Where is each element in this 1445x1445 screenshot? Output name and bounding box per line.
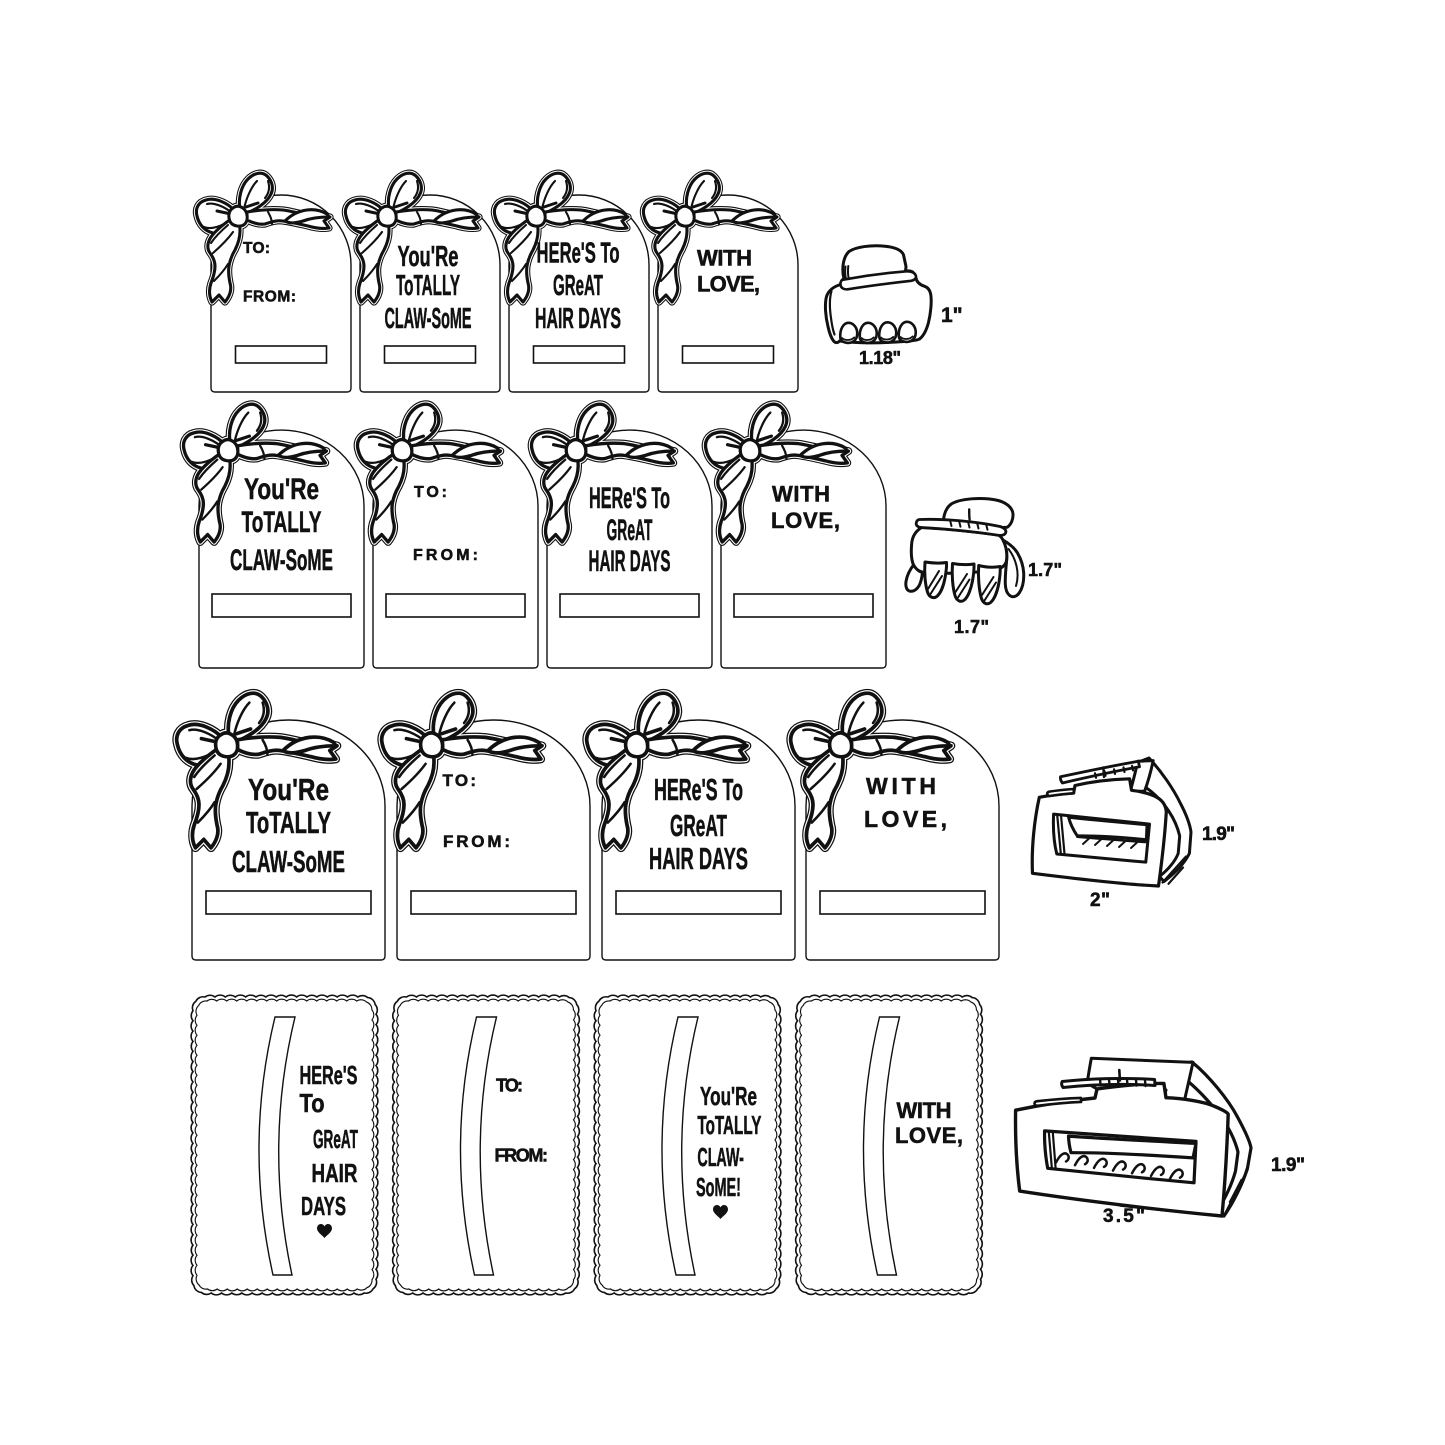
- svg-text:TO:: TO:: [443, 771, 477, 790]
- svg-text:You'Re: You'Re: [398, 241, 459, 273]
- svg-text:1.9": 1.9": [1271, 1155, 1305, 1176]
- svg-text:1.9": 1.9": [1202, 824, 1235, 845]
- svg-text:LOVE,: LOVE,: [771, 508, 840, 533]
- svg-text:You'Re: You'Re: [248, 772, 329, 807]
- svg-text:LOVE,: LOVE,: [697, 272, 760, 297]
- svg-text:HAIR: HAIR: [312, 1158, 358, 1188]
- svg-text:HAIR DAYS: HAIR DAYS: [535, 303, 621, 335]
- svg-text:CLAW-SoME: CLAW-SoME: [232, 844, 345, 879]
- svg-text:CLAW-SoME: CLAW-SoME: [385, 303, 472, 335]
- svg-text:You'Re: You'Re: [700, 1081, 757, 1111]
- svg-text:LOVE,: LOVE,: [895, 1123, 963, 1148]
- svg-text:WITH: WITH: [772, 481, 830, 506]
- svg-text:HERe'S: HERe'S: [300, 1060, 358, 1090]
- svg-text:TO:: TO:: [243, 240, 270, 257]
- svg-text:To: To: [300, 1088, 325, 1118]
- svg-text:DAYS: DAYS: [301, 1191, 346, 1221]
- svg-text:HERe'S To: HERe'S To: [589, 482, 670, 515]
- svg-text:ToTALLY: ToTALLY: [396, 270, 460, 302]
- svg-text:GReAT: GReAT: [313, 1124, 358, 1154]
- svg-text:HAIR DAYS: HAIR DAYS: [589, 545, 671, 578]
- svg-text:1.7": 1.7": [1028, 560, 1062, 580]
- svg-text:ToTALLY: ToTALLY: [697, 1110, 761, 1140]
- svg-text:FROM:: FROM:: [413, 547, 478, 564]
- svg-text:1.7": 1.7": [954, 617, 989, 637]
- svg-text:CLAW-: CLAW-: [697, 1142, 744, 1172]
- svg-text:FROM:: FROM:: [495, 1146, 549, 1166]
- svg-text:GReAT: GReAT: [607, 514, 653, 547]
- svg-text:HERe'S To: HERe'S To: [537, 238, 620, 270]
- svg-text:GReAT: GReAT: [553, 270, 603, 302]
- svg-text:1": 1": [941, 304, 963, 327]
- svg-text:You'Re: You'Re: [244, 473, 319, 506]
- svg-text:1.18": 1.18": [859, 348, 901, 368]
- svg-text:TO:: TO:: [414, 484, 447, 501]
- svg-text:3.5": 3.5": [1103, 1206, 1145, 1227]
- svg-text:LOVE,: LOVE,: [864, 806, 947, 832]
- svg-text:2": 2": [1090, 890, 1110, 911]
- svg-text:ToTALLY: ToTALLY: [246, 805, 331, 840]
- svg-text:WITH: WITH: [897, 1098, 952, 1123]
- svg-text:WITH: WITH: [697, 245, 752, 270]
- svg-text:ToTALLY: ToTALLY: [242, 506, 322, 539]
- svg-text:HAIR DAYS: HAIR DAYS: [649, 841, 748, 876]
- svg-text:FROM:: FROM:: [243, 289, 296, 306]
- svg-text:GReAT: GReAT: [670, 808, 727, 843]
- svg-text:CLAW-SoME: CLAW-SoME: [230, 544, 333, 577]
- svg-text:FROM:: FROM:: [443, 832, 510, 851]
- svg-text:TO:: TO:: [496, 1076, 523, 1096]
- svg-text:SoME!: SoME!: [696, 1172, 741, 1202]
- svg-text:HERe'S To: HERe'S To: [654, 772, 743, 807]
- svg-text:WITH: WITH: [866, 773, 936, 799]
